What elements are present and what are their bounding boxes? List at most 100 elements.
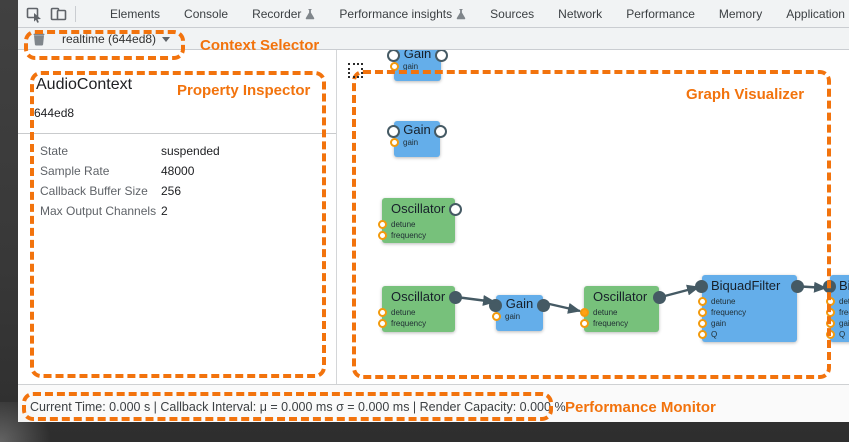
tab-application[interactable]: Application xyxy=(786,7,845,21)
param-port xyxy=(378,308,387,317)
param-port xyxy=(580,319,589,328)
audiocontext-id: 644ed8 xyxy=(34,106,75,120)
inspect-element-icon[interactable] xyxy=(25,5,42,23)
tab-elements[interactable]: Elements xyxy=(110,7,160,21)
output-port xyxy=(449,291,462,304)
tab-label: Recorder xyxy=(252,6,302,21)
performance-statusbar: Current Time: 0.000 s | Callback Interva… xyxy=(18,384,849,422)
param-port xyxy=(580,308,589,317)
output-port xyxy=(449,203,462,216)
node-title: Oscillator xyxy=(391,289,446,304)
param-row-detune: detune xyxy=(580,307,659,318)
param-port xyxy=(492,312,501,321)
param-label: detune xyxy=(593,308,618,317)
param-port xyxy=(826,319,835,328)
param-label: frequency xyxy=(391,231,427,240)
property-value: 256 xyxy=(161,184,182,198)
param-row-frequency: frequency xyxy=(698,307,797,318)
property-row: Callback Buffer Size 256 xyxy=(40,181,326,201)
param-label: detune xyxy=(391,308,416,317)
property-value: 48000 xyxy=(161,164,195,178)
node-title: Oscillator xyxy=(391,201,446,216)
device-toolbar-icon[interactable] xyxy=(50,5,67,22)
param-row-gain: gain xyxy=(390,137,440,148)
output-port xyxy=(653,291,666,304)
property-value: suspended xyxy=(161,144,220,158)
trash-icon[interactable] xyxy=(30,31,48,47)
toolbar-divider xyxy=(75,5,76,22)
param-port xyxy=(390,138,399,147)
param-label: gain xyxy=(839,319,849,328)
tab-performance[interactable]: Performance xyxy=(626,7,695,21)
param-port xyxy=(698,319,707,328)
param-label: Q xyxy=(839,330,846,339)
param-row-frequency: frequency xyxy=(580,318,659,329)
tab-memory[interactable]: Memory xyxy=(719,7,762,21)
param-port xyxy=(390,62,399,71)
param-row-frequency: frequency xyxy=(378,230,455,241)
output-port xyxy=(434,125,447,138)
param-row-gain: gain xyxy=(698,318,797,329)
param-port xyxy=(826,297,835,306)
tab-network[interactable]: Network xyxy=(558,7,602,21)
param-port xyxy=(826,308,835,317)
param-label: gain xyxy=(711,319,727,328)
property-label: Callback Buffer Size xyxy=(40,184,148,198)
context-toolbar: realtime (644ed8) xyxy=(18,28,849,50)
param-label: gain xyxy=(403,138,419,147)
tab-label: Elements xyxy=(110,6,161,21)
audiocontext-title: AudioContext xyxy=(36,76,133,93)
param-row-gain: gain xyxy=(826,318,849,329)
devtools-panel: Elements Console Recorder Performance insig… xyxy=(18,0,849,422)
experimental-flask-icon xyxy=(305,8,315,20)
param-port xyxy=(378,231,387,240)
param-row-detune: detune xyxy=(826,296,849,307)
output-port xyxy=(791,280,804,293)
inspector-divider xyxy=(18,133,336,134)
tab-label: Network xyxy=(558,6,603,21)
param-label: gain xyxy=(403,62,419,71)
tab-performance-insights[interactable]: Performance insights xyxy=(339,7,466,21)
graph-edge xyxy=(544,301,581,314)
input-port xyxy=(387,125,400,138)
property-label: Sample Rate xyxy=(40,164,110,178)
param-row-q: Q xyxy=(698,329,797,340)
tab-label: Performance insights xyxy=(339,6,453,21)
node-title: Gain xyxy=(403,50,432,61)
param-row-q: Q xyxy=(826,329,849,340)
node-title: BiquadFilter xyxy=(839,278,849,293)
param-label: Q xyxy=(711,330,718,339)
param-label: detune xyxy=(711,297,736,306)
param-row-gain: gain xyxy=(390,61,441,72)
param-port xyxy=(698,330,707,339)
node-title: Oscillator xyxy=(593,289,648,304)
input-port xyxy=(695,280,708,293)
tab-console[interactable]: Console xyxy=(184,7,228,21)
param-port xyxy=(378,319,387,328)
param-port xyxy=(826,330,835,339)
param-row-detune: detune xyxy=(378,307,455,318)
param-label: frequency xyxy=(593,319,629,328)
property-row: Sample Rate 48000 xyxy=(40,161,326,181)
graph-node-oscillator-chain[interactable]: Oscillator detune frequency xyxy=(580,286,666,332)
context-selector-dropdown[interactable]: realtime (644ed8) xyxy=(62,32,171,46)
param-row-gain: gain xyxy=(492,311,543,322)
param-port xyxy=(378,220,387,229)
param-row-frequency: frequency xyxy=(378,318,455,329)
tab-recorder[interactable]: Recorder xyxy=(252,7,315,21)
property-label: Max Output Channels xyxy=(40,204,157,218)
tab-sources[interactable]: Sources xyxy=(490,7,534,21)
graph-edge xyxy=(660,284,700,299)
